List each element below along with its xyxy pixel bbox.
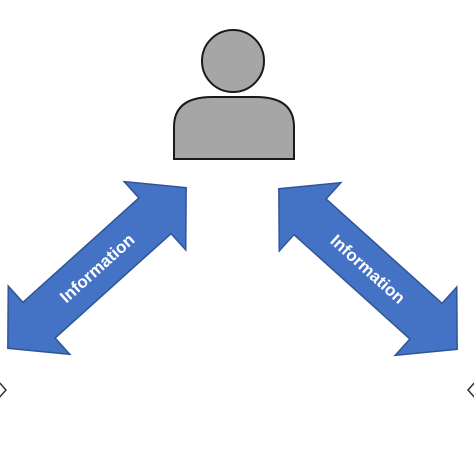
left-information-arrow: Information: [7, 180, 187, 356]
right-arrow-shape: [278, 181, 458, 357]
right-edge-diamond-icon: [466, 382, 474, 398]
person-body: [173, 96, 295, 160]
right-information-arrow: Information: [278, 181, 458, 357]
left-arrow-shape: [7, 180, 187, 356]
person-icon: [173, 29, 295, 160]
person-head: [201, 29, 265, 93]
left-edge-diamond-icon: [0, 382, 8, 398]
